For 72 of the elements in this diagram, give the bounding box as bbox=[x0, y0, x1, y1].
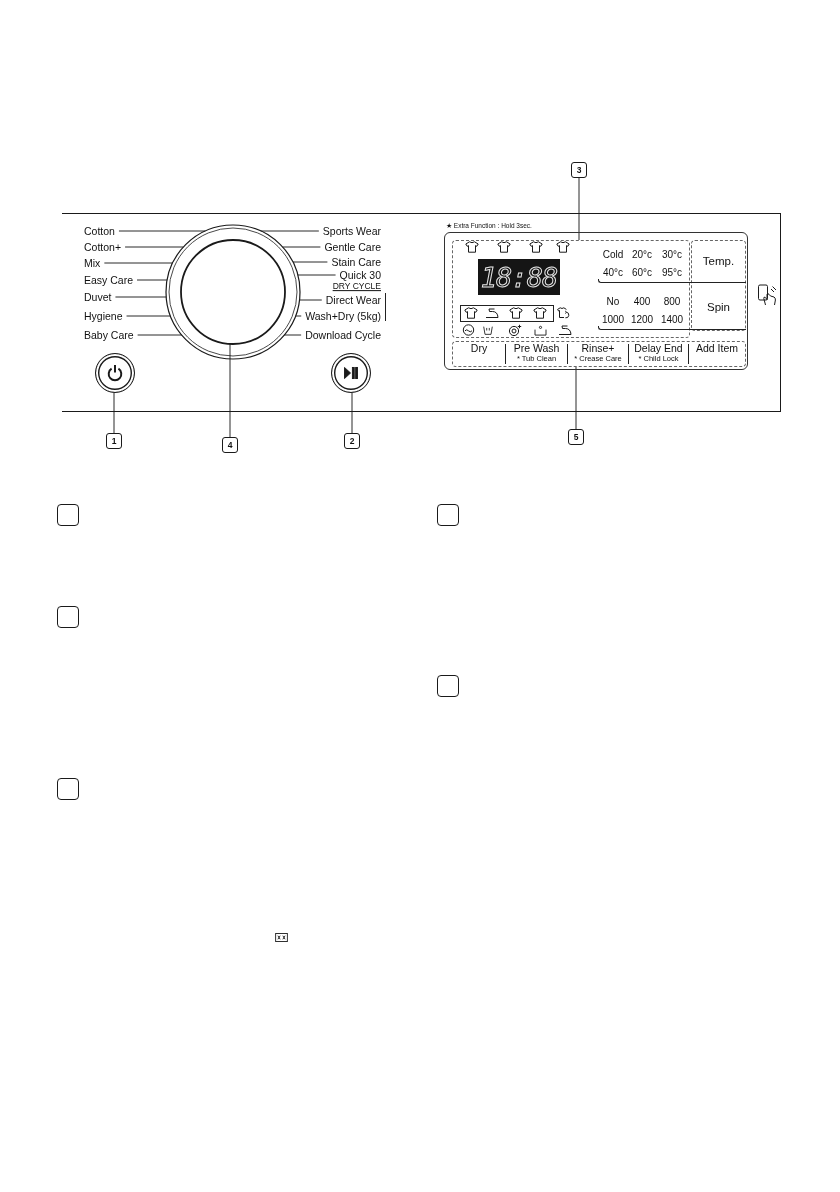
callout-number: 4 bbox=[222, 437, 238, 453]
leader-line bbox=[351, 392, 353, 434]
callout-box bbox=[57, 606, 79, 628]
callout-number: 5 bbox=[568, 429, 584, 445]
button-label: Dry bbox=[470, 343, 488, 355]
lcd-display: 18:88 bbox=[478, 259, 560, 295]
leader-line bbox=[114, 296, 167, 298]
button-label: Temp. bbox=[702, 254, 735, 268]
leader-line bbox=[578, 177, 580, 241]
power-button bbox=[95, 353, 135, 393]
program-label: Baby Care bbox=[84, 328, 134, 342]
leader-line bbox=[297, 274, 337, 276]
control-panel bbox=[62, 213, 781, 412]
callout-box bbox=[57, 504, 79, 526]
program-label: Sports Wear bbox=[322, 224, 381, 238]
temperature-value: 40°c bbox=[602, 267, 624, 279]
program-dial bbox=[165, 224, 301, 360]
spin-speed-value: 400 bbox=[633, 296, 651, 308]
spin-speed-value: 1400 bbox=[660, 314, 684, 326]
leader-line bbox=[229, 343, 231, 438]
temperature-value: 30°c bbox=[661, 249, 683, 261]
callout-box bbox=[437, 675, 459, 697]
button-label: Pre Wash bbox=[513, 343, 560, 355]
program-label: Wash+Dry (5kg) bbox=[305, 309, 381, 323]
spin-speed-value: 1000 bbox=[601, 314, 625, 326]
program-label: Gentle Care bbox=[324, 240, 381, 254]
program-label: Easy Care bbox=[84, 273, 134, 287]
spin-speed-value: No bbox=[606, 296, 620, 308]
leader-line bbox=[103, 262, 174, 264]
callout-number: 3 bbox=[571, 162, 587, 178]
option-button-row bbox=[452, 341, 746, 367]
program-label: Quick 30 bbox=[339, 268, 381, 282]
leader-line bbox=[137, 334, 183, 336]
button-label: Delay End bbox=[634, 343, 683, 355]
temperature-value: 95°c bbox=[661, 267, 683, 279]
program-label: Download Cycle bbox=[305, 328, 381, 342]
leader-line bbox=[292, 261, 328, 263]
leader-line bbox=[118, 230, 206, 232]
leader-line bbox=[113, 392, 115, 434]
start-pause-button bbox=[331, 353, 371, 393]
temperature-value: 20°c bbox=[631, 249, 653, 261]
leader-line bbox=[299, 299, 323, 301]
program-label: Cotton bbox=[84, 224, 115, 238]
program-label: Stain Care bbox=[331, 255, 381, 269]
leader-line bbox=[136, 279, 168, 281]
temperature-value: Cold bbox=[602, 249, 624, 261]
leader-line bbox=[124, 246, 184, 248]
leader-line bbox=[126, 315, 171, 317]
program-label: Mix bbox=[84, 256, 101, 270]
leader-line bbox=[295, 315, 302, 317]
setting-button-area bbox=[691, 240, 746, 331]
button-label: Add Item bbox=[696, 343, 738, 355]
display-panel bbox=[444, 232, 748, 370]
program-label: Cotton+ bbox=[84, 240, 122, 254]
callout-box bbox=[57, 778, 79, 800]
leader-line bbox=[283, 334, 302, 336]
program-label: Hygiene bbox=[84, 309, 123, 323]
temperature-value: 60°c bbox=[631, 267, 653, 279]
program-label: Direct Wear bbox=[325, 293, 381, 307]
group-label: DRY CYCLE bbox=[332, 282, 381, 292]
button-label: Rinse+ bbox=[581, 343, 615, 355]
spin-speed-value: 800 bbox=[663, 296, 681, 308]
callout-number: 2 bbox=[344, 433, 360, 449]
button-label: Spin bbox=[707, 300, 730, 314]
callout-number: 1 bbox=[106, 433, 122, 449]
leader-line bbox=[575, 366, 577, 430]
leader-line bbox=[282, 246, 321, 248]
display-area bbox=[452, 240, 690, 338]
callout-box bbox=[437, 504, 459, 526]
program-label: Duvet bbox=[84, 290, 112, 304]
spin-speed-value: 1200 bbox=[630, 314, 654, 326]
leader-line bbox=[260, 230, 320, 232]
